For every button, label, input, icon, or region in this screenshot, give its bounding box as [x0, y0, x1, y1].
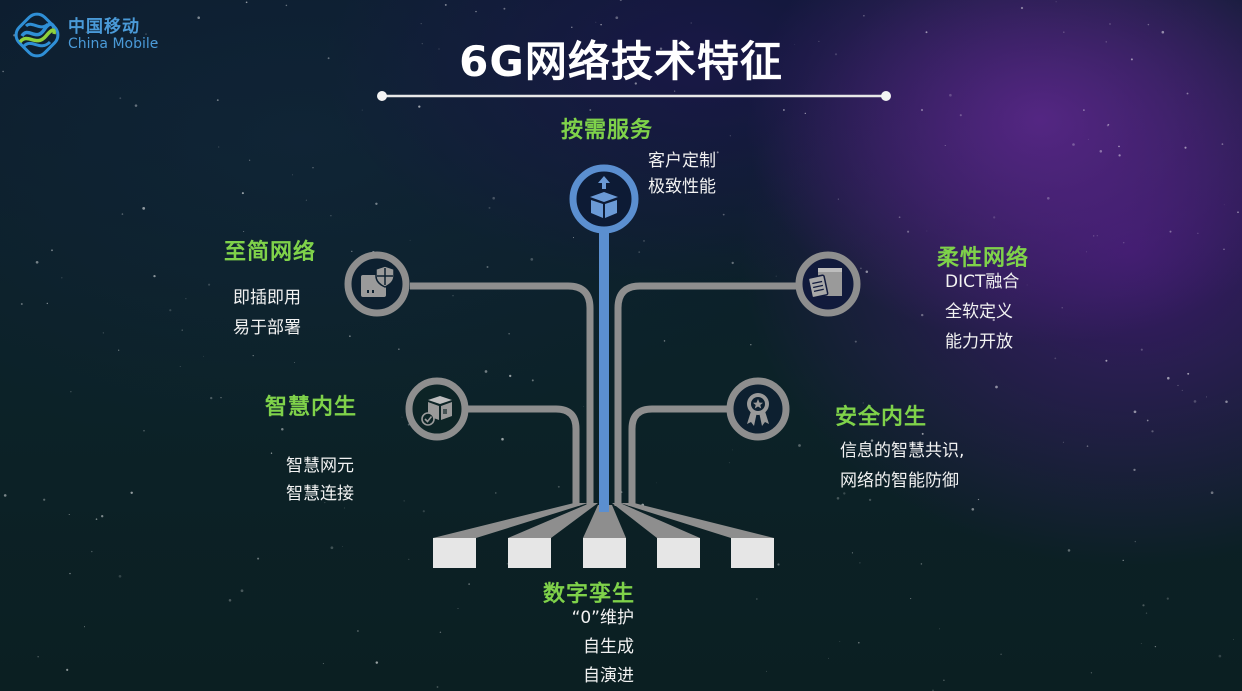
desc-line: 极致性能	[648, 177, 716, 197]
gray-connectors	[410, 282, 796, 506]
box-check-icon	[421, 396, 452, 426]
heading-on-demand: 按需服务	[561, 118, 654, 143]
twin-box-5	[731, 538, 774, 568]
node-simplified	[344, 251, 410, 317]
desc-line: 全软定义	[945, 302, 1013, 322]
desc-line: 能力开放	[945, 332, 1013, 352]
desc-digital-twin: “0”维护 自生成 自演进	[554, 604, 634, 691]
desc-on-demand: 客户定制 极致性能	[648, 148, 716, 200]
desc-security: 信息的智慧共识, 网络的智能防御	[840, 436, 964, 496]
heading-flexible: 柔性网络	[937, 246, 1030, 271]
node-flexible	[795, 251, 861, 317]
desc-line: 网络的智能防御	[840, 471, 959, 491]
desc-line: 智慧网元	[286, 456, 354, 476]
digital-twin-boxes	[433, 538, 774, 568]
desc-line: 客户定制	[648, 151, 716, 171]
desc-line: “0”维护	[571, 608, 634, 628]
clipboard-box-icon	[807, 268, 842, 299]
desc-simplified: 即插即用 易于部署	[233, 283, 301, 343]
page-title: 6G网络技术特征	[459, 37, 783, 86]
desc-line: 自演进	[583, 666, 634, 686]
desc-line: 易于部署	[233, 318, 301, 338]
desc-line: 自生成	[583, 637, 634, 657]
connector-intelligent	[468, 405, 580, 506]
desc-line: DICT融合	[945, 272, 1020, 292]
connector-security	[628, 405, 728, 506]
desc-line: 智慧连接	[286, 484, 354, 504]
desc-intelligent: 智慧网元 智慧连接	[286, 452, 354, 508]
desc-line: 即插即用	[233, 288, 301, 308]
connector-flexible	[614, 282, 796, 506]
box-shield-icon	[361, 265, 395, 297]
connector-simplified	[410, 282, 594, 506]
china-mobile-logo-icon	[14, 12, 60, 58]
node-on-demand	[569, 164, 639, 234]
heading-security: 安全内生	[835, 405, 928, 430]
logo-name-en: China Mobile	[68, 35, 159, 52]
twin-box-1	[433, 538, 476, 568]
twin-box-2	[508, 538, 551, 568]
twin-box-3	[583, 538, 626, 568]
heading-simplified: 至简网络	[224, 240, 317, 265]
node-security	[726, 377, 790, 441]
twin-box-4	[657, 538, 700, 568]
box-upload-icon	[590, 176, 618, 218]
heading-digital-twin: 数字孪生	[543, 582, 636, 607]
title-divider	[377, 91, 891, 101]
bottom-fan-connectors	[433, 503, 774, 538]
award-badge-icon	[747, 393, 769, 426]
blue-trunk	[599, 228, 609, 512]
desc-line: 信息的智慧共识,	[840, 441, 965, 461]
china-mobile-logo: 中国移动 China Mobile	[14, 12, 174, 58]
desc-flexible: DICT融合 全软定义 能力开放	[945, 267, 1019, 357]
heading-intelligent: 智慧内生	[265, 395, 358, 420]
node-intelligent	[405, 377, 469, 441]
logo-name-cn: 中国移动	[68, 16, 140, 37]
